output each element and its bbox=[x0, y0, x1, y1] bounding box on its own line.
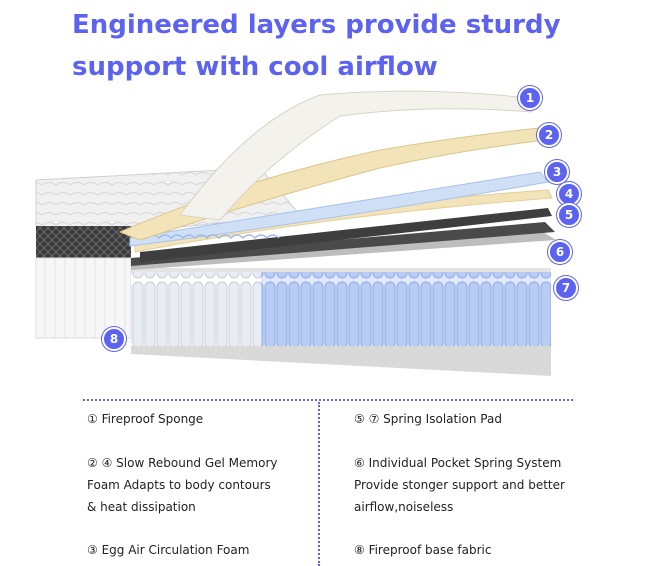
mattress-illustration bbox=[35, 90, 556, 376]
legend-divider-horizontal bbox=[83, 399, 573, 401]
legend-item-3: ③ Egg Air Circulation Foam bbox=[87, 539, 307, 561]
legend-line: & heat dissipation bbox=[87, 500, 196, 514]
legend-item-1: ① Fireproof Sponge bbox=[87, 408, 307, 430]
legend-line: ⑧ Fireproof base fabric bbox=[354, 543, 492, 557]
legend-line: Provide stonger support and better bbox=[354, 478, 565, 492]
legend-divider-vertical bbox=[318, 402, 320, 566]
legend-item-2-4: ② ④ Slow Rebound Gel Memory Foam Adapts … bbox=[87, 452, 307, 518]
layer-5-pad bbox=[140, 208, 552, 262]
headline-line-1: Engineered layers provide sturdy bbox=[72, 10, 561, 40]
badge-6: 6 bbox=[548, 240, 572, 264]
badge-1: 1 bbox=[518, 86, 542, 110]
legend-line: ② ④ Slow Rebound Gel Memory bbox=[87, 456, 278, 470]
spring-core bbox=[131, 230, 556, 376]
legend-line: airflow,noiseless bbox=[354, 500, 454, 514]
headline: Engineered layers provide sturdy support… bbox=[72, 4, 632, 88]
layer-3-egg-foam bbox=[129, 171, 549, 247]
legend-item-5-7: ⑤ ⑦ Spring Isolation Pad bbox=[354, 408, 584, 430]
badge-8: 8 bbox=[102, 327, 126, 351]
egg-texture bbox=[134, 234, 280, 240]
badge-2: 2 bbox=[537, 123, 561, 147]
badge-7: 7 bbox=[554, 276, 578, 300]
legend-item-6: ⑥ Individual Pocket Spring System Provid… bbox=[354, 452, 584, 518]
headline-line-2: support with cool airflow bbox=[72, 52, 438, 82]
legend-line: ⑥ Individual Pocket Spring System bbox=[354, 456, 562, 470]
legend-line: Foam Adapts to body contours bbox=[87, 478, 271, 492]
legend-item-8: ⑧ Fireproof base fabric bbox=[354, 539, 584, 561]
layer-7-pad bbox=[131, 222, 555, 266]
legend-line: ① Fireproof Sponge bbox=[87, 412, 204, 426]
badge-5: 5 bbox=[557, 203, 581, 227]
legend-line: ③ Egg Air Circulation Foam bbox=[87, 543, 250, 557]
legend-line: ⑤ ⑦ Spring Isolation Pad bbox=[354, 412, 502, 426]
badge-3: 3 bbox=[545, 160, 569, 184]
